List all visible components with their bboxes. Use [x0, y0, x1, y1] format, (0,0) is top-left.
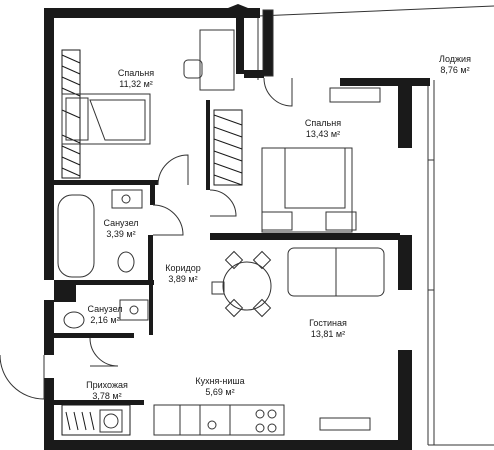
- wardrobe-hatching: [61, 49, 243, 436]
- room-area: 5,69 м²: [205, 387, 235, 397]
- bed-2: [261, 147, 353, 233]
- room-name: Кухня-ниша: [195, 376, 245, 386]
- room-area: 2,16 м²: [90, 315, 120, 325]
- room-name: Гостиная: [309, 318, 347, 328]
- loggia-outline: [257, 5, 494, 446]
- room-area: 3,89 м²: [168, 274, 198, 284]
- room-label-bedroom-2: Спальня 13,43 м²: [305, 118, 341, 140]
- room-label-corridor: Коридор 3,89 м²: [165, 263, 201, 285]
- room-label-bathroom-2: Санузел 2,16 м²: [87, 304, 122, 326]
- bed-1: [61, 93, 151, 145]
- room-label-loggia: Лоджия 8,76 м²: [439, 54, 471, 76]
- room-name: Санузел: [103, 218, 139, 228]
- room-label-bedroom-1: Спальня 11,32 м²: [118, 68, 154, 90]
- desk: [199, 29, 235, 91]
- room-area: 13,81 м²: [310, 329, 346, 339]
- room-label-hallway: Прихожая 3,78 м²: [86, 380, 128, 402]
- room-area: 13,43 м²: [305, 129, 341, 139]
- dining-table: [222, 261, 272, 311]
- room-area: 3,39 м²: [106, 229, 136, 239]
- room-label-kitchen: Кухня-ниша 5,69 м²: [195, 376, 244, 398]
- room-name: Лоджия: [439, 54, 471, 64]
- doors: [0, 77, 293, 400]
- room-area: 11,32 м²: [119, 79, 153, 89]
- bathtub: [57, 194, 95, 278]
- room-name: Спальня: [117, 68, 155, 78]
- room-name: Санузел: [87, 304, 123, 314]
- room-name: Спальня: [304, 118, 342, 128]
- room-label-bathroom-1: Санузел 3,39 м²: [103, 218, 138, 240]
- furniture: [57, 29, 385, 436]
- kitchen-counter: [153, 404, 285, 436]
- room-label-living-room: Гостиная 13,81 м²: [309, 318, 347, 340]
- room-area: 3,78 м²: [92, 391, 122, 401]
- walls: [44, 4, 430, 450]
- room-name: Прихожая: [86, 380, 128, 390]
- room-name: Коридор: [165, 263, 201, 273]
- room-area: 8,76 м²: [440, 65, 470, 75]
